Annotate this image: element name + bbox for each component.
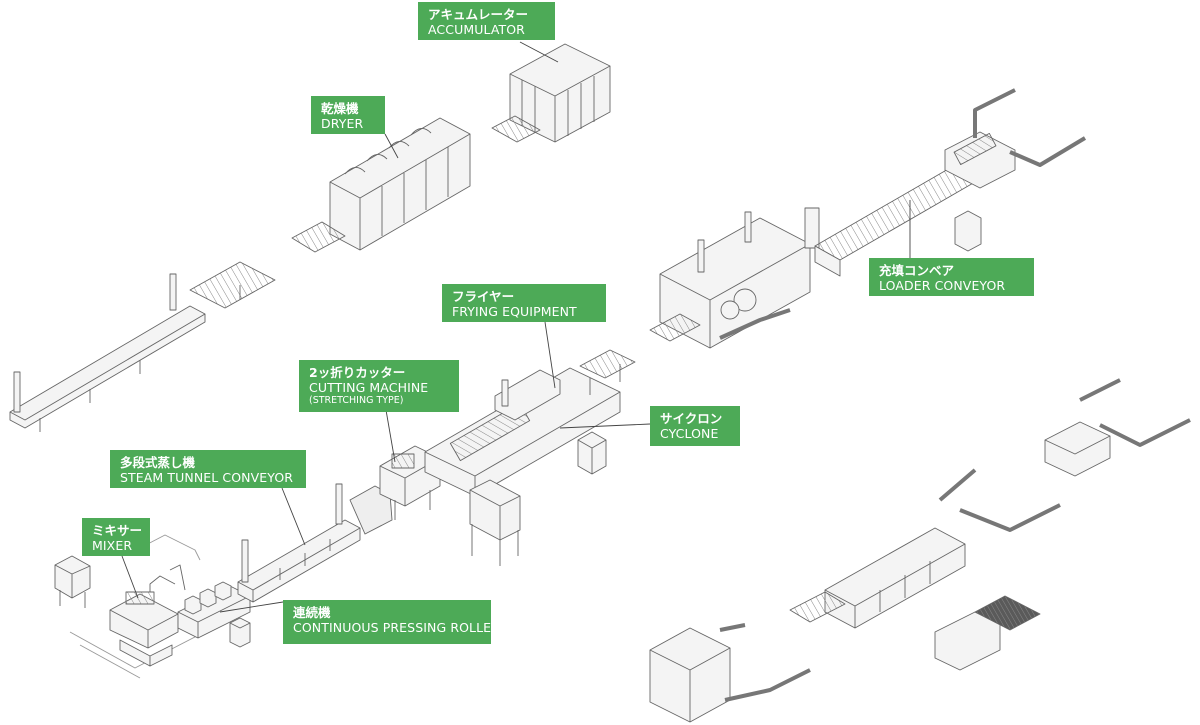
label-steam-en: STEAM TUNNEL CONVEYOR <box>120 470 294 485</box>
label-loader: 充填コンベア LOADER CONVEYOR <box>869 258 1034 296</box>
label-steam: 多段式蒸し機 STEAM TUNNEL CONVEYOR <box>110 450 306 488</box>
label-accumulator-en: ACCUMULATOR <box>428 22 525 37</box>
floor-outline <box>69 534 221 679</box>
label-roller-jp: 連続機 <box>293 605 331 620</box>
left-secondary-line <box>9 261 276 432</box>
label-frying-en: FRYING EQUIPMENT <box>452 304 577 319</box>
label-loader-en: LOADER CONVEYOR <box>879 278 1006 293</box>
label-dryer: 乾燥機 DRYER <box>311 96 385 134</box>
label-frying-jp: フライヤー <box>452 289 515 304</box>
leader-lines <box>121 41 911 613</box>
label-mixer-en: MIXER <box>92 538 133 553</box>
accumulator-machine <box>491 43 611 143</box>
label-cyclone: サイクロン CYCLONE <box>650 406 740 446</box>
upper-fryer-loader <box>649 88 1087 349</box>
label-roller: 連続機 CONTINUOUS PRESSING ROLLER <box>283 600 500 644</box>
lower-right-packaging <box>649 378 1191 723</box>
label-dryer-en: DRYER <box>321 116 364 131</box>
label-frying: フライヤー FRYING EQUIPMENT <box>442 284 606 322</box>
label-mixer-jp: ミキサー <box>92 523 143 538</box>
label-cutting-jp: 2ッ折りカッター <box>309 365 406 380</box>
frying-equipment <box>424 349 636 497</box>
label-cyclone-en: CYCLONE <box>660 426 719 441</box>
label-cutting-sub: (STRETCHING TYPE) <box>309 395 404 406</box>
label-mixer: ミキサー MIXER <box>82 518 150 556</box>
dryer-machine <box>291 117 471 253</box>
label-roller-en: CONTINUOUS PRESSING ROLLER <box>293 620 500 635</box>
label-accumulator-jp: アキュムレーター <box>428 7 529 22</box>
label-accumulator: アキュムレーター ACCUMULATOR <box>418 2 555 40</box>
pressing-roller <box>177 581 251 648</box>
mixer-machine <box>54 555 186 667</box>
label-dryer-jp: 乾燥機 <box>321 101 359 116</box>
label-steam-jp: 多段式蒸し機 <box>120 455 196 470</box>
label-cutting-en: CUTTING MACHINE <box>309 380 429 395</box>
cyclone-unit <box>469 431 607 566</box>
label-cutting: 2ッ折りカッター CUTTING MACHINE (STRETCHING TYP… <box>299 360 459 412</box>
label-loader-jp: 充填コンベア <box>879 263 955 278</box>
steam-tunnel <box>237 483 393 603</box>
label-cyclone-jp: サイクロン <box>660 411 723 426</box>
